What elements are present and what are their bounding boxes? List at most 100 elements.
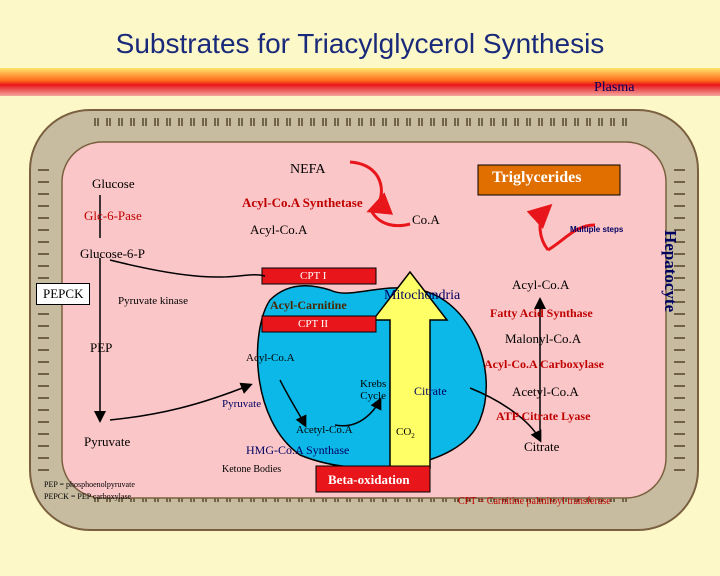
lipid-tail [154,118,159,126]
co2-label: CO2 [396,426,415,440]
nefa-arrow [349,160,394,215]
lipid-tail [406,118,411,126]
lipid-tail [202,118,207,126]
glucose-label: Glucose [92,176,135,191]
mitochondria [256,284,488,469]
multiple-steps-arrow [526,203,553,251]
lipid-tail [430,118,435,126]
lipid-tail [502,118,507,126]
lipid-tail [106,118,111,126]
lipid-tail [598,118,603,126]
lipid-tail [190,118,195,126]
citrate-mito-label: Citrate [414,384,447,398]
lipid-tail [382,118,387,126]
lipid-tail [334,118,339,126]
cpt1-label: CPT I [300,270,327,282]
lipid-tail [394,118,399,126]
acyl-coa-synthetase-label: Acyl-Co.A Synthetase [242,195,363,210]
lipid-tail [250,118,255,126]
atp-citrate-lyase-label: ATP Citrate Lyase [496,409,591,423]
lipid-tail [166,118,171,126]
beta-oxidation-arrow [371,270,449,469]
acyl-coa-to-acetyl [279,379,307,428]
lipid-tail [370,118,375,126]
cpt-definition: CPT = Carnitine palmitoyl transferase [458,496,611,507]
acyl-coa-label: Acyl-Co.A [250,222,308,237]
malonyl-coa-label: Malonyl-Co.A [505,331,582,346]
fatty-acid-synthase-label: Fatty Acid Synthase [490,306,593,320]
acyl-coa-carboxylase-label: Acyl-Co.A Carboxylase [484,357,604,371]
beta-oxidation-box [315,465,431,493]
beta-oxidation-label: Beta-oxidation [328,472,410,487]
hepatocyte-label: Hepatocyte [661,230,680,313]
lipid-tail [622,118,627,126]
pep-definition: PEP = phosphoenolpyruvate [44,480,135,489]
acetyl-coa-right-label: Acetyl-Co.A [512,384,579,399]
acyl-coa-mito-label: Acyl-Co.A [246,352,295,364]
nefa-label: NEFA [290,162,326,177]
lipid-tail [478,118,483,126]
lipid-tail [130,118,135,126]
lipid-tail [286,118,291,126]
lipid-tail [586,118,591,126]
lipid-tail [574,118,579,126]
lipid-tail [226,118,231,126]
lipid-tail [538,118,543,126]
triglycerides-label: Triglycerides [492,169,582,186]
lipid-tail [550,118,555,126]
cpt2-label: CPT II [298,318,329,330]
citrate-right-label: Citrate [524,439,560,454]
lipid-tail [346,118,351,126]
mitochondria-label: Mitochondria [384,288,461,303]
lipid-tail [454,118,459,126]
pyruvate-mito-label: Pyruvate [222,398,262,410]
glc6p-label: Glc-6-Pase [84,208,142,223]
triglycerides-box [477,164,621,196]
lipid-tail [442,118,447,126]
citrate-out-arrow [469,387,542,443]
lipid-tail [514,118,519,126]
lipid-tail [322,118,327,126]
co2-subscript: 2 [411,432,415,441]
multiple-steps-arrow-2 [547,223,596,252]
pyruvate-arrow [109,382,253,421]
lipid-tail [118,118,123,126]
pep-label: PEP [90,340,113,355]
pepck-definition: PEPCK = PEP carboxylase [44,492,132,501]
lipid-tail [610,118,615,126]
acetyl-coa-mito-label: Acetyl-Co.A [296,424,353,436]
coa-arrow [370,211,411,228]
acyl-carnitine-label: Acyl-Carnitine [270,298,347,312]
plasma-label: Plasma [594,80,635,95]
multiple-steps-label: Multiple steps [570,225,624,234]
lipid-tail [238,118,243,126]
acyl-coa-right-label: Acyl-Co.A [512,277,570,292]
title-band [0,68,720,96]
lipid-tail [562,118,567,126]
lipid-tail [214,118,219,126]
lipid-tail [466,118,471,126]
lipid-tail [490,118,495,126]
krebs-cycle-label: Krebs Cycle [360,378,387,402]
lipid-tail [274,118,279,126]
krebs-arrow [334,397,382,427]
lipid-tail [298,118,303,126]
co2-text: CO [396,426,412,438]
lipid-tail [358,118,363,126]
lipid-tail [418,118,423,126]
coa-label: Co.A [412,212,440,227]
lipid-tail [94,118,99,126]
slide-title: Substrates for Triacylglycerol Synthesis [115,28,605,59]
pepck-label: PEPCK [36,283,91,305]
pyruvate-kinase-label: Pyruvate kinase [118,295,188,307]
ketone-bodies-label: Ketone Bodies [222,464,282,475]
pepck-arrow [109,259,266,278]
hmg-coa-synthase-label: HMG-Co.A Synthase [246,443,350,457]
lipid-tail [310,118,315,126]
glucose6p-label: Glucose-6-P [80,246,145,261]
lipid-tail [526,118,531,126]
lipid-tail [262,118,267,126]
lipid-tail [142,118,147,126]
